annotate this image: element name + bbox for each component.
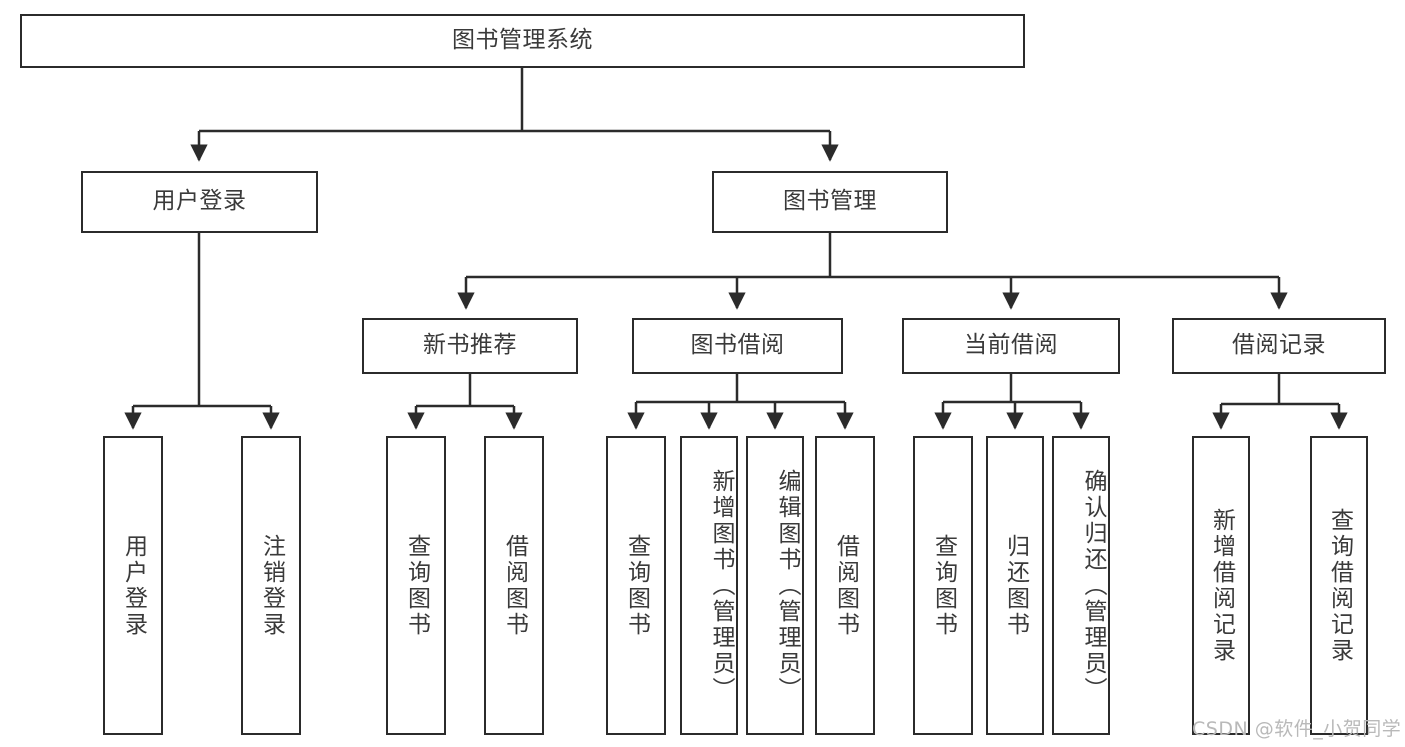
node-borrow-record[interactable]: 借阅记录 <box>1172 318 1386 374</box>
node-label: 查询图书 <box>623 533 650 638</box>
node-label: 新书推荐 <box>423 332 517 359</box>
node-leaf-add-borrow-record[interactable]: 新增借阅记录 <box>1192 436 1250 735</box>
node-leaf-query-book-recommend[interactable]: 查询图书 <box>386 436 446 735</box>
node-leaf-borrow-book-recommend[interactable]: 借阅图书 <box>484 436 544 735</box>
node-label: 借阅记录 <box>1232 332 1326 359</box>
node-leaf-borrow-book[interactable]: 借阅图书 <box>815 436 875 735</box>
node-leaf-edit-book-admin[interactable]: 编辑图书（管理员） <box>746 436 804 735</box>
node-leaf-user-logout[interactable]: 注销登录 <box>241 436 301 735</box>
node-label: 当前借阅 <box>964 332 1058 359</box>
node-label: 确认归还（管理员） <box>1080 468 1106 703</box>
node-label: 借阅图书 <box>832 533 859 638</box>
node-book-borrow[interactable]: 图书借阅 <box>632 318 843 374</box>
node-label: 图书借阅 <box>690 332 785 359</box>
csdn-watermark: CSDN @软件_小贺同学 <box>1192 714 1401 741</box>
node-label: 归还图书 <box>1002 533 1029 638</box>
node-label: 查询图书 <box>403 533 430 638</box>
node-label: 新增图书（管理员） <box>708 468 734 703</box>
node-label: 借阅图书 <box>501 533 528 638</box>
node-leaf-return-book[interactable]: 归还图书 <box>986 436 1044 735</box>
node-leaf-query-book-current[interactable]: 查询图书 <box>913 436 973 735</box>
watermark-text: CSDN @软件_小贺同学 <box>1192 718 1402 740</box>
node-label: 编辑图书（管理员） <box>774 468 800 703</box>
node-label: 图书管理 <box>783 188 877 215</box>
node-label: 注销登录 <box>258 533 285 638</box>
node-user-login[interactable]: 用户登录 <box>81 171 318 233</box>
node-leaf-add-book-admin[interactable]: 新增图书（管理员） <box>680 436 738 735</box>
node-label: 新增借阅记录 <box>1208 507 1235 664</box>
node-new-book-recommend[interactable]: 新书推荐 <box>362 318 578 374</box>
node-leaf-confirm-return-admin[interactable]: 确认归还（管理员） <box>1052 436 1110 735</box>
node-label: 用户登录 <box>152 188 247 215</box>
node-label: 查询借阅记录 <box>1326 507 1353 664</box>
node-label: 用户登录 <box>120 533 147 638</box>
node-book-management[interactable]: 图书管理 <box>712 171 948 233</box>
node-leaf-user-login[interactable]: 用户登录 <box>103 436 163 735</box>
node-label: 图书管理系统 <box>452 27 593 54</box>
node-current-borrow[interactable]: 当前借阅 <box>902 318 1120 374</box>
node-leaf-query-book-borrow[interactable]: 查询图书 <box>606 436 666 735</box>
node-label: 查询图书 <box>930 533 957 638</box>
node-leaf-query-borrow-record[interactable]: 查询借阅记录 <box>1310 436 1368 735</box>
node-root-system[interactable]: 图书管理系统 <box>20 14 1025 68</box>
